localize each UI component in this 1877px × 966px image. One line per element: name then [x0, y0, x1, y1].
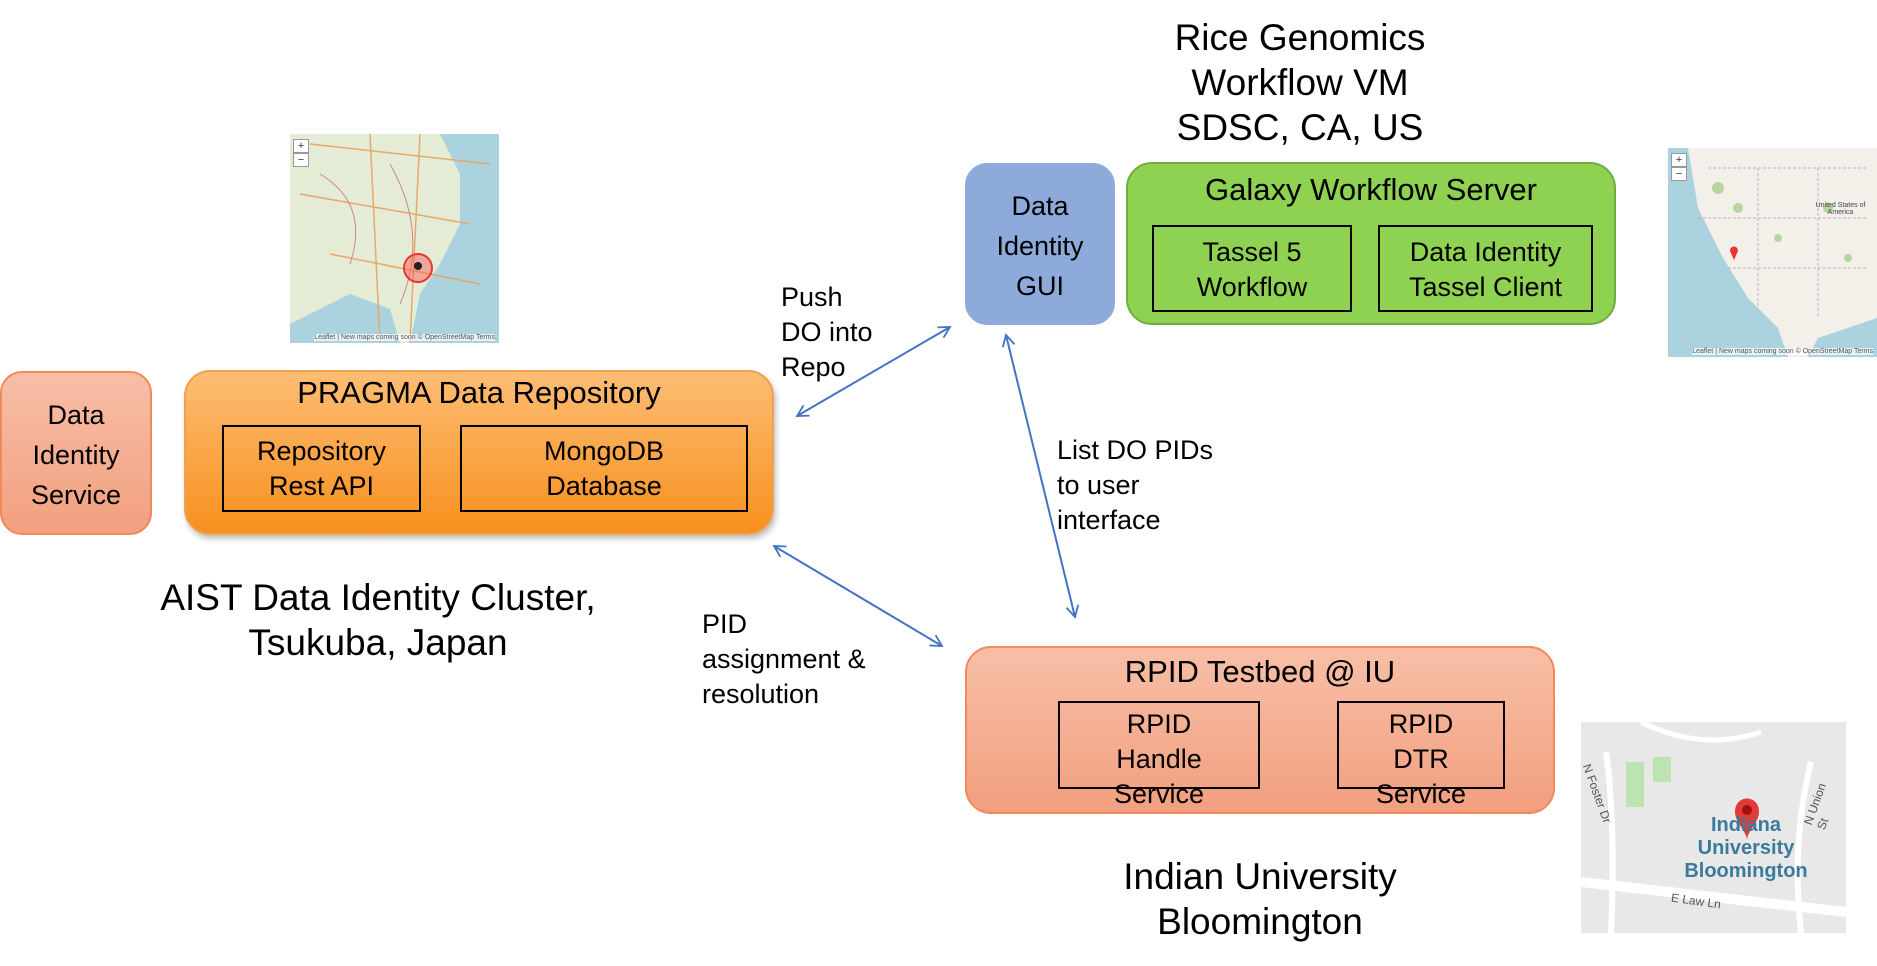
caption-line: Tsukuba, Japan	[248, 622, 508, 663]
location-pin-icon	[1735, 798, 1759, 840]
edge-label-line: Repo	[781, 352, 846, 382]
map-attribution[interactable]: Leaflet | New maps coming soon © OpenStr…	[314, 334, 495, 341]
caption-line: Indian University	[1123, 856, 1397, 897]
pid-assignment-label: PID assignment & resolution	[702, 607, 866, 712]
pid-resolution-arrow	[772, 545, 944, 647]
pragma-data-repository-node: PRAGMA Data Repository Repository Rest A…	[184, 370, 774, 535]
edge-label-line: Push	[781, 282, 843, 312]
place-label-line: Indiana	[1710, 814, 1781, 836]
iu-caption: Indian University Bloomington	[1060, 854, 1460, 944]
edge-label-line: DO into	[781, 317, 873, 347]
node-label-line: Service	[30, 480, 122, 510]
rpid-title: RPID Testbed @ IU	[1124, 654, 1396, 689]
us-map: United States of America + − Leaflet | N…	[1668, 148, 1877, 357]
tassel-5-workflow-box: Tassel 5 Workflow	[1152, 225, 1352, 312]
list-do-pids-label: List DO PIDs to user interface	[1057, 433, 1213, 538]
japan-map: + − Leaflet | New maps coming soon © Ope…	[290, 134, 499, 343]
node-label-line: Identity	[32, 440, 120, 470]
box-label-line: Service	[1113, 779, 1205, 809]
push-do-label: Push DO into Repo	[781, 280, 873, 385]
box-label-line: Database	[546, 471, 662, 501]
edge-label-line: PID	[702, 609, 748, 639]
box-label-line: RPID	[1388, 709, 1454, 739]
repository-rest-api-box: Repository Rest API	[222, 425, 421, 512]
data-identity-gui-node: Data Identity GUI	[965, 163, 1115, 325]
caption-line: AIST Data Identity Cluster,	[160, 577, 596, 618]
edge-label-line: assignment &	[702, 644, 866, 674]
edge-label-line: interface	[1057, 505, 1161, 535]
place-label-line: University	[1697, 837, 1795, 859]
data-identity-tassel-client-box: Data Identity Tassel Client	[1378, 225, 1593, 312]
caption-line: Bloomington	[1157, 901, 1363, 942]
push-arrow	[795, 326, 952, 417]
box-label-line: DTR	[1393, 744, 1449, 774]
box-label-line: Rest API	[268, 471, 375, 501]
box-label-line: Handle	[1116, 744, 1202, 774]
caption-line: Rice Genomics	[1174, 17, 1426, 58]
japan-map-graphic	[290, 134, 499, 343]
aist-caption: AIST Data Identity Cluster, Tsukuba, Jap…	[138, 575, 618, 665]
box-label-line: MongoDB	[543, 436, 665, 466]
list-pids-arrow	[1001, 333, 1080, 619]
us-map-graphic	[1668, 148, 1877, 357]
map-attribution[interactable]: Leaflet | New maps coming soon © OpenStr…	[1692, 348, 1873, 355]
box-label-line: Service	[1375, 779, 1467, 809]
node-label-line: Data	[1011, 191, 1069, 221]
place-label-line: Bloomington	[1684, 860, 1808, 882]
node-label-line: Identity	[996, 231, 1084, 261]
box-label-line: Repository	[256, 436, 387, 466]
zoom-in-button[interactable]: +	[293, 139, 309, 153]
galaxy-title: Galaxy Workflow Server	[1205, 172, 1537, 207]
iu-place-label: Indiana University Bloomington	[1671, 814, 1821, 883]
rpid-handle-service-box: RPID Handle Service	[1058, 701, 1260, 809]
zoom-out-button[interactable]: −	[1671, 167, 1687, 181]
zoom-out-button[interactable]: −	[293, 153, 309, 167]
box-label-line: RPID	[1126, 709, 1192, 739]
caption-line: Workflow VM	[1191, 62, 1409, 103]
node-label-line: Data	[47, 400, 105, 430]
rpid-testbed-node: RPID Testbed @ IU RPID Handle Service RP…	[965, 646, 1555, 814]
us-country-label: United States of America	[1815, 202, 1866, 216]
edge-label-line: resolution	[702, 679, 820, 709]
location-pin-icon	[1730, 246, 1738, 260]
caption-line: SDSC, CA, US	[1176, 107, 1424, 148]
rpid-dtr-service-box: RPID DTR Service	[1337, 701, 1505, 809]
pragma-repo-title: PRAGMA Data Repository	[297, 375, 661, 410]
mongodb-database-box: MongoDB Database	[460, 425, 748, 512]
edge-label-line: List DO PIDs	[1057, 435, 1214, 465]
zoom-in-button[interactable]: +	[1671, 153, 1687, 167]
box-label-line: Tassel Client	[1408, 272, 1563, 302]
box-label-line: Tassel 5	[1202, 237, 1302, 267]
data-identity-service-node: Data Identity Service	[0, 371, 152, 535]
rice-genomics-caption: Rice Genomics Workflow VM SDSC, CA, US	[1100, 15, 1500, 150]
iu-map-graphic	[1581, 722, 1846, 933]
iu-map: Indiana University Bloomington N Foster …	[1581, 722, 1846, 933]
box-label-line: Data Identity	[1409, 237, 1562, 267]
edge-label-line: to user	[1057, 470, 1140, 500]
node-label-line: GUI	[1015, 271, 1064, 301]
box-label-line: Workflow	[1196, 272, 1308, 302]
galaxy-workflow-server-node: Galaxy Workflow Server Tassel 5 Workflow…	[1126, 162, 1616, 325]
